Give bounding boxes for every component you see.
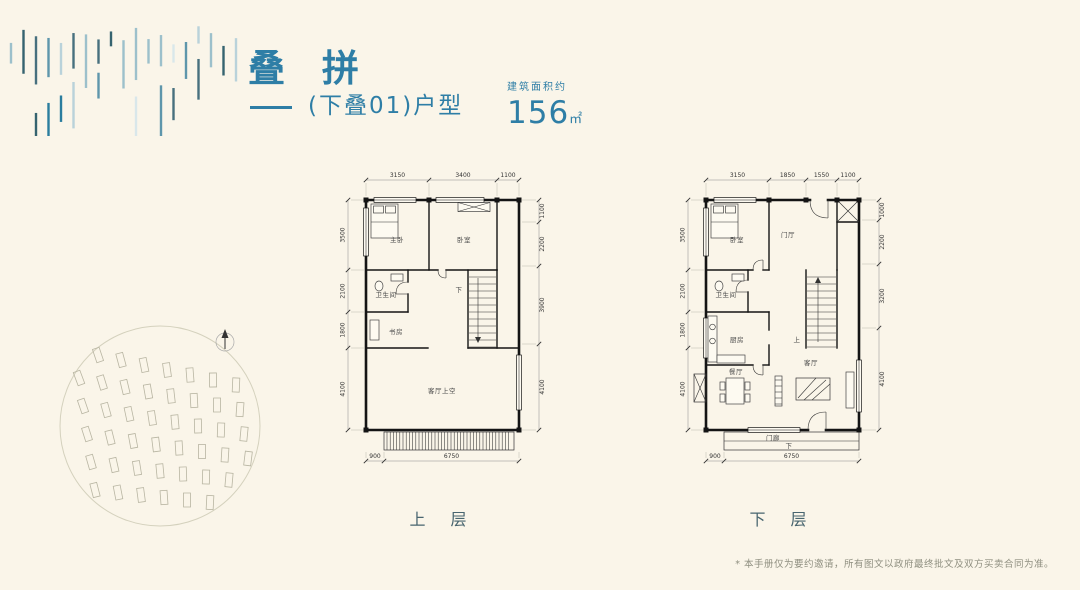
svg-text:3150: 3150 bbox=[390, 172, 405, 179]
lower-floor-label: 下 层 bbox=[749, 510, 817, 529]
unit-type-subtitle: (下叠01)户型 bbox=[308, 93, 464, 119]
svg-text:3500: 3500 bbox=[340, 227, 347, 242]
area-block: 建筑面积约 156㎡ bbox=[507, 78, 582, 131]
svg-text:主卧: 主卧 bbox=[390, 235, 404, 244]
svg-text:上: 上 bbox=[794, 335, 801, 344]
svg-text:3400: 3400 bbox=[455, 172, 470, 179]
svg-text:1550: 1550 bbox=[814, 172, 829, 179]
columns-upper bbox=[363, 197, 522, 433]
svg-text:900: 900 bbox=[369, 453, 381, 460]
page-title: 叠 拼 bbox=[248, 47, 371, 90]
site-plan-circle bbox=[59, 325, 261, 527]
floor-plan-lower: 3150 1850 1550 1100 3500 2100 1800 4100 bbox=[680, 172, 886, 464]
svg-text:卧室: 卧室 bbox=[730, 235, 744, 244]
svg-text:客厅: 客厅 bbox=[804, 358, 818, 367]
dim-bottom-upper: 900 6750 bbox=[363, 452, 522, 464]
upper-floor-label: 上 层 bbox=[409, 510, 477, 529]
walls-lower bbox=[704, 198, 861, 432]
area-unit: ㎡ bbox=[569, 112, 583, 127]
compass-north-icon bbox=[215, 329, 235, 352]
svg-text:3150: 3150 bbox=[730, 172, 745, 179]
svg-text:1800: 1800 bbox=[340, 322, 347, 337]
svg-text:门厅: 门厅 bbox=[781, 230, 795, 239]
svg-text:1850: 1850 bbox=[780, 172, 795, 179]
svg-text:4100: 4100 bbox=[879, 371, 886, 386]
svg-text:4100: 4100 bbox=[539, 379, 546, 394]
area-label: 建筑面积约 bbox=[507, 82, 567, 93]
furniture-lower bbox=[707, 203, 855, 409]
svg-text:1100: 1100 bbox=[840, 172, 855, 179]
svg-text:门廊: 门廊 bbox=[766, 433, 780, 442]
dim-right-upper: 1100 2200 3900 4100 bbox=[522, 197, 546, 433]
svg-text:2100: 2100 bbox=[340, 283, 347, 298]
svg-text:书房: 书房 bbox=[389, 327, 403, 336]
svg-text:2200: 2200 bbox=[539, 236, 546, 251]
svg-text:下: 下 bbox=[456, 286, 463, 294]
svg-text:4100: 4100 bbox=[340, 381, 347, 396]
svg-text:客厅上空: 客厅上空 bbox=[428, 386, 456, 395]
svg-text:6750: 6750 bbox=[444, 453, 459, 460]
decorative-bars bbox=[9, 26, 238, 136]
windows-upper bbox=[363, 197, 522, 411]
svg-text:6750: 6750 bbox=[784, 453, 799, 460]
dim-left-lower: 3500 2100 1800 4100 bbox=[680, 197, 704, 433]
ac-platform-icon bbox=[693, 373, 707, 403]
floor-plan-upper: 3150 3400 1100 3500 2100 1800 4100 1100 bbox=[340, 172, 546, 464]
windows-lower bbox=[703, 197, 862, 433]
svg-text:厨房: 厨房 bbox=[730, 335, 744, 344]
columns-lower bbox=[703, 197, 862, 433]
title-divider bbox=[250, 106, 292, 109]
svg-text:2100: 2100 bbox=[680, 283, 687, 298]
dim-right-lower: 1000 2200 3200 4100 bbox=[862, 197, 886, 433]
svg-text:餐厅: 餐厅 bbox=[729, 367, 743, 376]
svg-text:卫生间: 卫生间 bbox=[376, 290, 397, 299]
room-labels-upper: 主卧 卧室 卫生间 书房 客厅上空 下 bbox=[376, 235, 471, 395]
svg-text:4100: 4100 bbox=[680, 381, 687, 396]
balcony-upper bbox=[383, 431, 515, 451]
disclaimer-text: * 本手册仅为要约邀请，所有图文以政府最终批文及双方买卖合同为准。 bbox=[735, 559, 1054, 570]
svg-text:卧室: 卧室 bbox=[457, 235, 471, 244]
svg-text:900: 900 bbox=[709, 453, 721, 460]
svg-text:2200: 2200 bbox=[879, 234, 886, 249]
area-value: 156 bbox=[507, 95, 570, 131]
svg-text:1100: 1100 bbox=[539, 203, 546, 218]
dim-top-upper: 3150 3400 1100 bbox=[363, 172, 522, 196]
dim-bottom-lower: 900 6750 bbox=[703, 452, 862, 464]
svg-text:下: 下 bbox=[786, 442, 793, 450]
svg-text:卫生间: 卫生间 bbox=[716, 290, 737, 299]
site-plan bbox=[59, 325, 261, 527]
svg-text:3500: 3500 bbox=[680, 227, 687, 242]
stairs-upper bbox=[469, 276, 496, 348]
site-buildings bbox=[72, 346, 253, 511]
svg-text:1100: 1100 bbox=[500, 172, 515, 179]
dim-top-lower: 3150 1850 1550 1100 bbox=[703, 172, 862, 196]
room-labels-lower: 卧室 门厅 卫生间 厨房 餐厅 客厅 门廊 上 下 bbox=[716, 230, 818, 450]
svg-text:3900: 3900 bbox=[539, 297, 546, 312]
furniture-upper bbox=[369, 202, 491, 341]
svg-text:1000: 1000 bbox=[879, 202, 886, 217]
svg-text:1800: 1800 bbox=[680, 322, 687, 337]
dim-left-upper: 3500 2100 1800 4100 bbox=[340, 197, 364, 433]
svg-text:3200: 3200 bbox=[879, 288, 886, 303]
stairs-lower bbox=[807, 276, 836, 348]
